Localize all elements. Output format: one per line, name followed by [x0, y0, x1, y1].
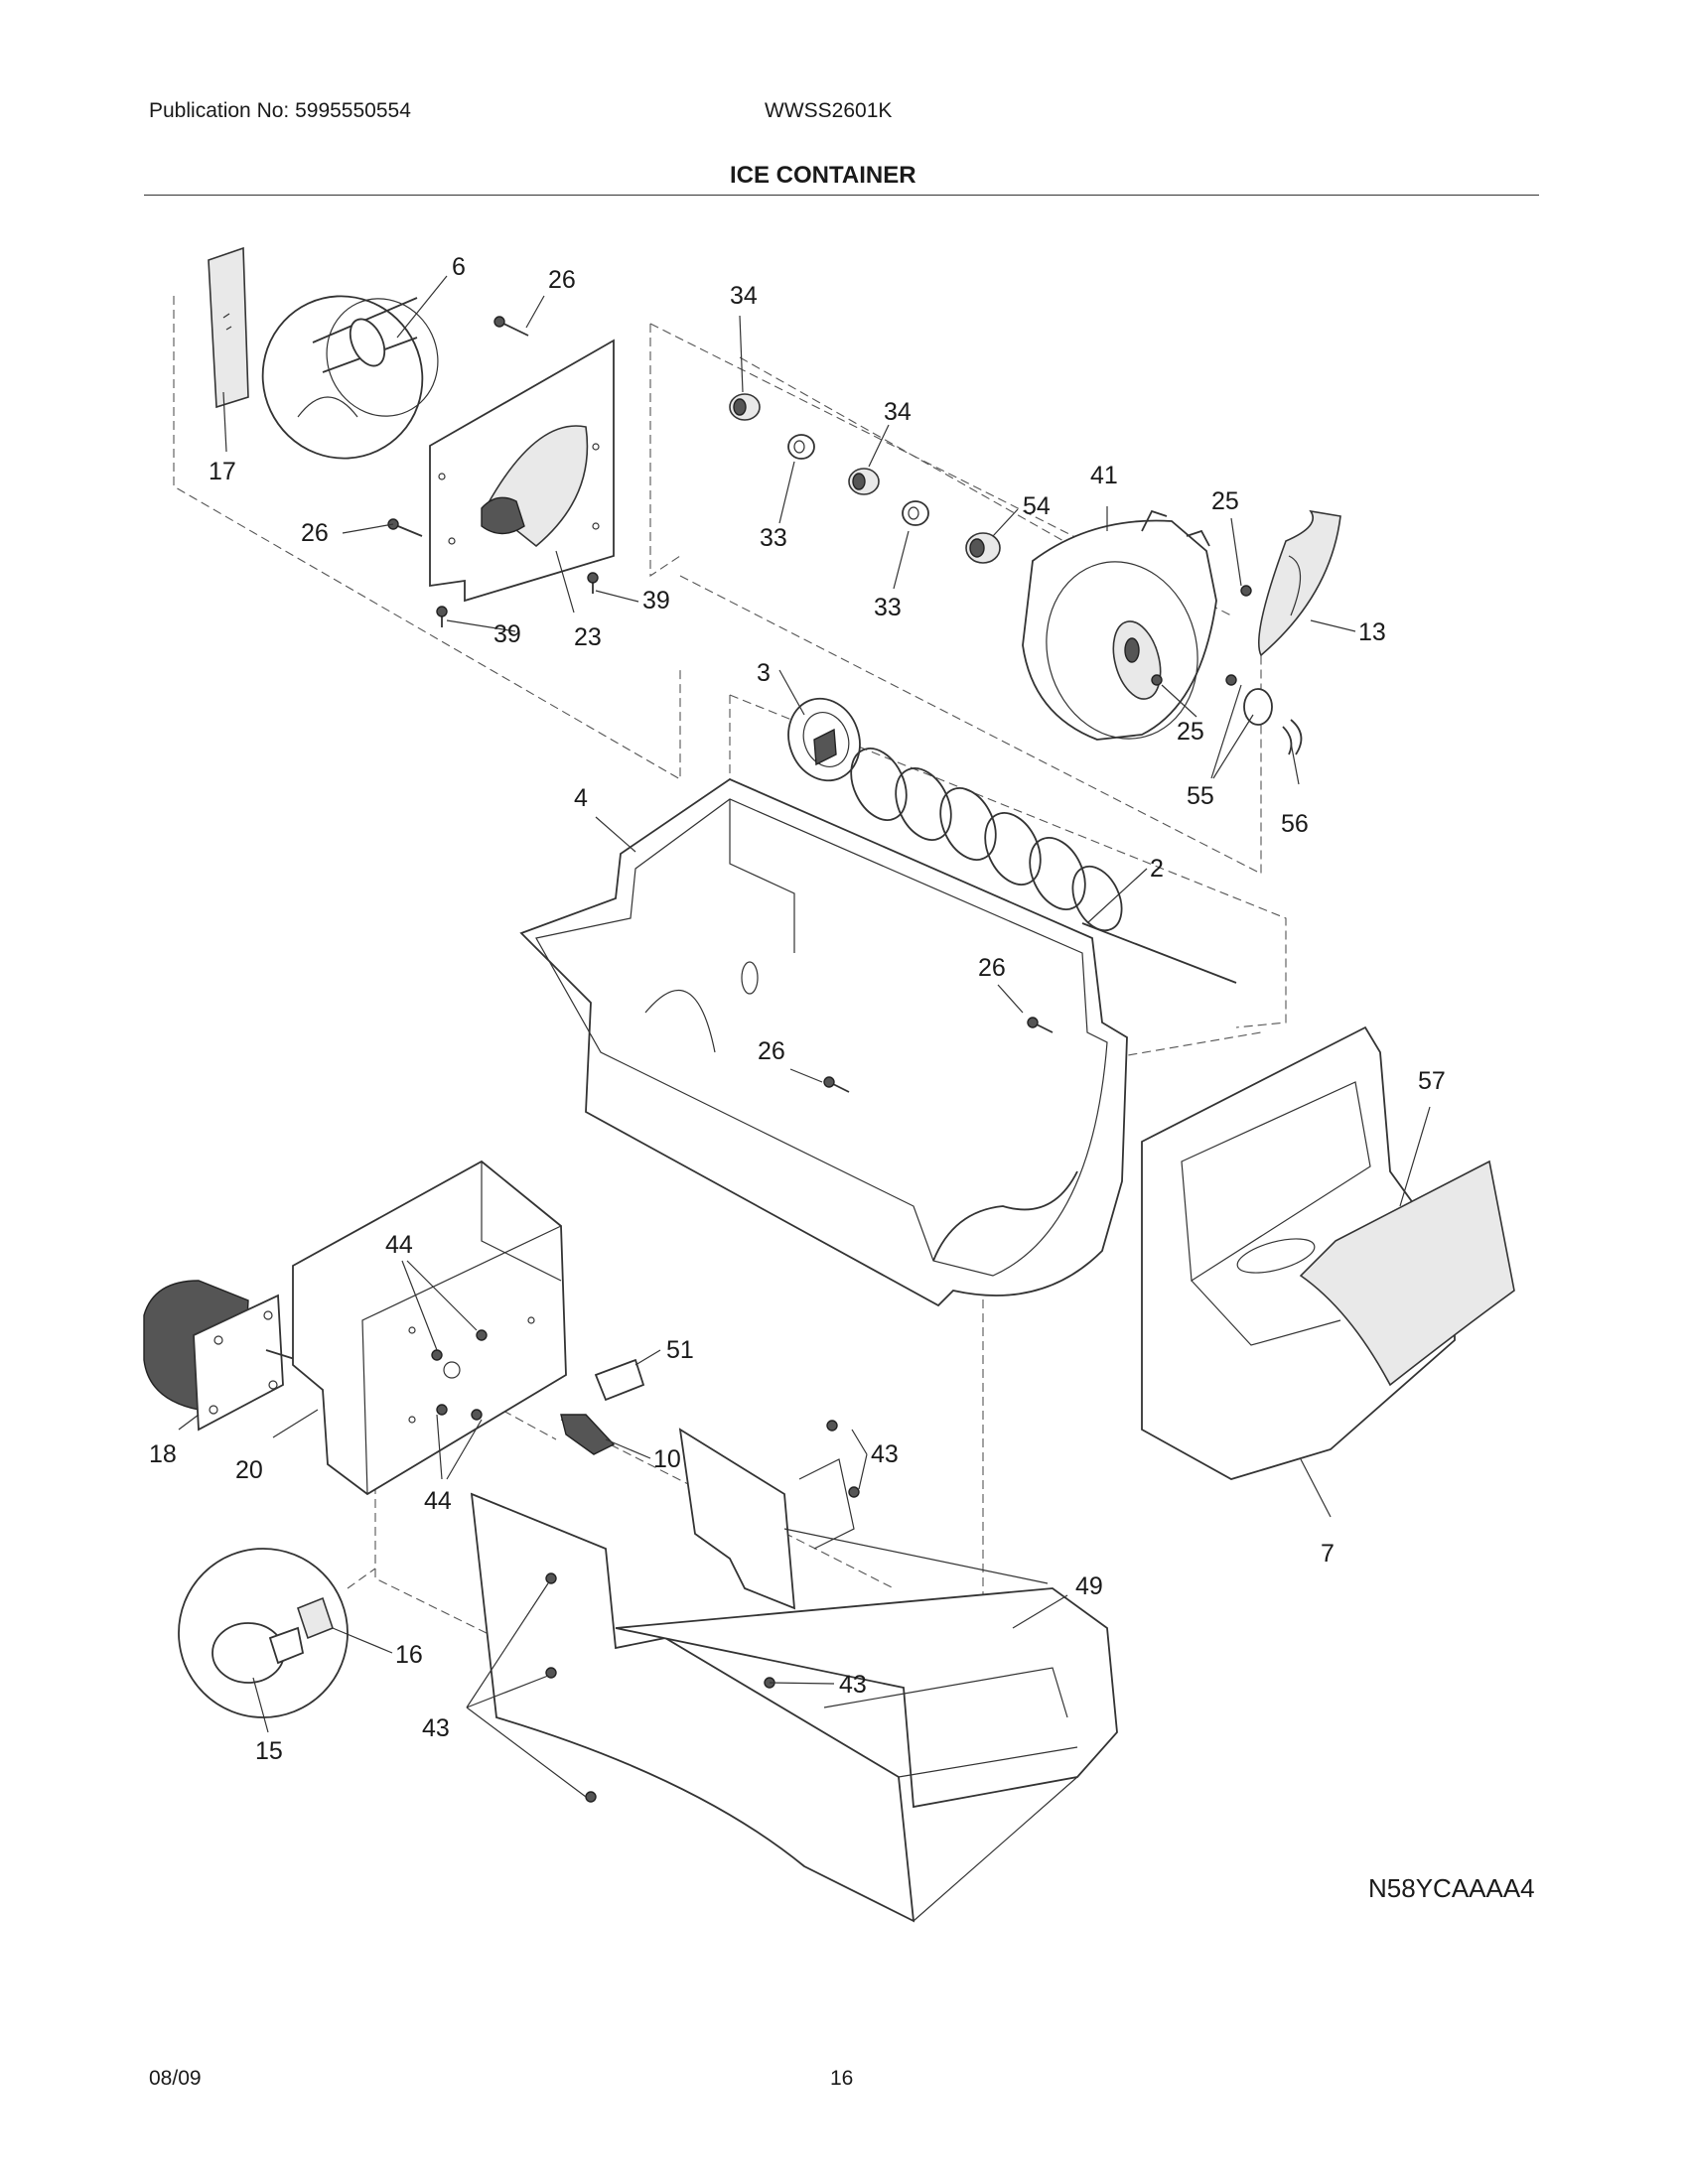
part-20-bracket-box	[292, 1160, 567, 1496]
footer-date: 08/09	[149, 2067, 202, 2090]
callout-33: 33	[874, 594, 902, 621]
callout-33: 33	[760, 524, 787, 552]
callout-13: 13	[1358, 618, 1386, 646]
model-number: WWSS2601K	[765, 99, 893, 122]
publication-number: Publication No: 5995550554	[149, 99, 411, 122]
callout-6: 6	[452, 253, 466, 281]
callout-23: 23	[574, 623, 602, 651]
callout-25: 25	[1211, 487, 1239, 515]
callout-43: 43	[422, 1714, 450, 1742]
callout-26: 26	[758, 1037, 785, 1065]
callout-44: 44	[385, 1231, 413, 1259]
callout-34: 34	[730, 282, 758, 310]
callout-43: 43	[839, 1671, 867, 1699]
part-13-shutter-crescent	[1258, 509, 1341, 657]
callout-3: 3	[757, 659, 771, 687]
screws-top-left	[387, 316, 599, 627]
callout-17: 17	[209, 458, 236, 485]
callout-55: 55	[1187, 782, 1214, 810]
callout-18: 18	[149, 1440, 177, 1468]
part-4-ice-container	[519, 777, 1128, 1307]
light-bulb-detail	[178, 1548, 349, 1718]
callout-15: 15	[255, 1737, 283, 1765]
callout-25: 25	[1177, 718, 1204, 746]
callout-41: 41	[1090, 462, 1118, 489]
callout-26: 26	[978, 954, 1006, 982]
drawing-code: N58YCAAAA4	[1368, 1873, 1535, 1903]
callout-26: 26	[301, 519, 329, 547]
part-49-shelf	[470, 1492, 1118, 1923]
callout-20: 20	[235, 1456, 263, 1484]
callout-49: 49	[1075, 1572, 1103, 1600]
callout-4: 4	[574, 784, 588, 812]
callout-57: 57	[1418, 1067, 1446, 1095]
screws-shelf	[545, 1420, 860, 1803]
callout-39: 39	[493, 620, 521, 648]
callout-10: 10	[653, 1445, 681, 1473]
part-41-auger-housing	[1022, 509, 1217, 741]
callout-51: 51	[666, 1336, 694, 1364]
page-title: ICE CONTAINER	[730, 162, 916, 189]
callout-7: 7	[1321, 1540, 1335, 1568]
callout-44: 44	[424, 1487, 452, 1515]
rear-panel	[678, 1428, 855, 1610]
callout-34: 34	[884, 398, 912, 426]
part-57-flap	[1299, 1160, 1515, 1387]
part-6-auger-drum	[261, 295, 439, 460]
callout-54: 54	[1023, 492, 1051, 520]
part-callouts: 6 17 26 34 34 33 33 54 41 25 13 25 55 56…	[149, 253, 1446, 1765]
part-23-mounting-plate	[429, 339, 615, 603]
callout-39: 39	[642, 587, 670, 614]
bearings-and-bushings	[729, 393, 1001, 564]
header-rule	[144, 195, 1539, 196]
part-51-bulb-socket	[594, 1358, 645, 1402]
callout-56: 56	[1281, 810, 1309, 838]
part-17-filter-pad	[208, 246, 249, 409]
part-2-auger-spring	[850, 748, 1237, 984]
page-number: 16	[830, 2067, 854, 2090]
screws-bucket	[823, 1017, 1054, 1093]
callout-43: 43	[871, 1440, 899, 1468]
callout-2: 2	[1150, 855, 1164, 883]
callout-16: 16	[395, 1641, 423, 1669]
part-10-switch	[560, 1414, 616, 1455]
small-hardware-right	[1151, 585, 1303, 755]
part-3-auger-coupler	[787, 697, 861, 782]
callout-26: 26	[548, 266, 576, 294]
part-18-motor	[143, 1280, 299, 1432]
leader-lines	[178, 275, 1431, 1798]
